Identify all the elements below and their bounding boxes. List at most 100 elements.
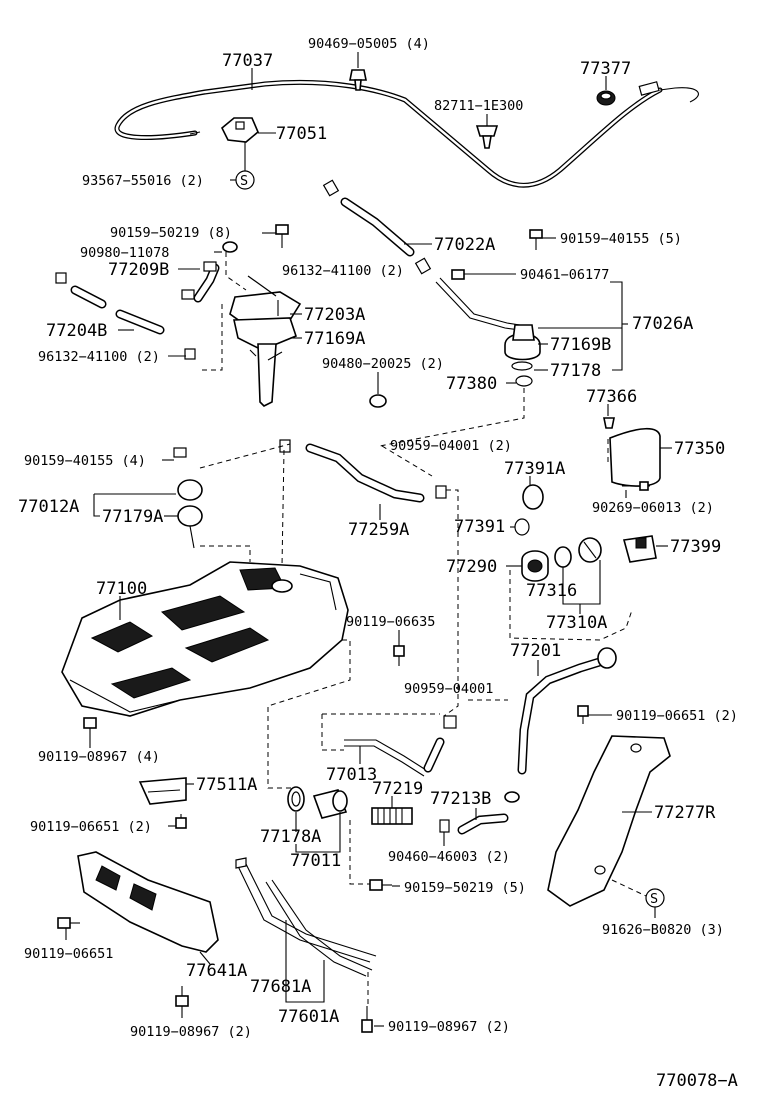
label-77026a: 77026A [632,314,693,334]
diagram-code: 770078−A [656,1071,738,1091]
fuel-lid-77350 [609,427,661,487]
screw-90269 [622,481,650,491]
label-90269-06013: 90269−06013 (2) [592,500,714,516]
hose-77209b [181,261,220,303]
bolt-90119-06651-2r [577,705,589,724]
label-77391: 77391 [454,517,505,537]
label-96132-41100-left: 96132−41100 (2) [38,349,160,365]
gasket-77178a [287,786,305,812]
s-symbol: S [650,891,658,907]
label-90119-06651-2-right: 90119−06651 (2) [616,708,738,724]
label-93567-55016: 93567−55016 (2) [82,173,204,189]
label-77399: 77399 [670,537,721,557]
gasket-77391a [522,484,544,510]
leader-lines [65,52,672,1027]
label-90959-04001: 90959−04001 [404,681,493,697]
label-90159-40155-5: 90159−40155 (5) [560,231,682,247]
shield-77277r [547,735,671,907]
bolt-90119-06635 [393,645,405,666]
label-77310a: 77310A [546,613,607,633]
label-77011: 77011 [290,851,341,871]
sender-77011 [312,789,348,819]
label-90461-06177: 90461−06177 [520,267,609,283]
gasket-77391 [514,518,530,536]
label-77178: 77178 [550,361,601,381]
hinge-spring-77366 [603,417,615,429]
gasket-77316 [554,546,572,568]
part-labels: 77037 90469−05005 (4) 77377 82711−1E300 … [18,36,738,1091]
clip-82711 [475,125,499,149]
label-77219: 77219 [372,779,423,799]
reference-lines [199,252,647,1006]
hose-77204b [55,272,196,360]
label-77511a: 77511A [196,775,257,795]
pump-bracket-77203a [229,275,302,407]
label-77201: 77201 [510,641,561,661]
label-77350: 77350 [674,439,725,459]
label-90119-06635: 90119−06635 [346,614,435,630]
bolt-90119-08967-4 [83,717,97,742]
label-77316: 77316 [526,581,577,601]
label-90119-08967-4: 90119−08967 (4) [38,749,160,765]
bolt-90159-50219-5 [369,879,392,891]
label-77601a: 77601A [278,1007,339,1027]
bolt-90480 [369,394,387,408]
label-77641a: 77641A [186,961,247,981]
hose-77259a [279,439,447,503]
label-77022a: 77022A [434,235,495,255]
valve-77012a [173,447,203,549]
label-77100: 77100 [96,579,147,599]
label-90159-40155-4: 90159−40155 (4) [24,453,146,469]
vent-hose-77022a [322,179,432,275]
label-90959-04001-2: 90959−04001 (2) [390,438,512,454]
tank-band-77601a [235,857,377,977]
label-90159-50219-8: 90159−50219 (8) [110,225,232,241]
cap-77399 [622,535,657,563]
bolt-90159-40155-5 [529,229,543,250]
fuel-tank-77100 [61,561,349,717]
label-90119-06651-2-left: 90119−06651 (2) [30,819,152,835]
bolt-90119-06651-2l [175,814,187,829]
label-77051: 77051 [276,124,327,144]
label-82711-1e300: 82711−1E300 [434,98,523,114]
label-90119-06651: 90119−06651 [24,946,113,962]
protector-77641a [77,851,219,953]
label-77377: 77377 [580,59,631,79]
label-77178a: 77178A [260,827,321,847]
bolt-90119-08967-2r [361,1006,373,1033]
label-77012a: 77012A [18,497,79,517]
vent-tube-77026a [435,277,541,387]
label-77204b: 77204B [46,321,107,341]
s-marker-bottom: S [645,888,665,908]
filler-cap-77310a [578,537,602,563]
bolt-90119-08967-2l [175,986,189,1007]
label-77013: 77013 [326,765,377,785]
filler-pipe-77201 [517,647,617,775]
clamp-90461 [451,269,465,280]
label-77209b: 77209B [108,260,169,280]
label-77169a: 77169A [304,329,365,349]
label-90119-08967-2-left: 90119−08967 (2) [130,1024,252,1040]
s-symbol: S [240,173,248,189]
label-77179a: 77179A [102,507,163,527]
label-77213b: 77213B [430,789,491,809]
cable-retainer-77051 [221,117,259,143]
valve-77290 [521,550,549,582]
bolt-90119-06651 [57,917,80,929]
label-77037: 77037 [222,51,273,71]
bolt-90159-50219-8 [275,224,289,248]
label-96132-41100-right: 96132−41100 (2) [282,263,404,279]
breather-tube-77013 [344,715,457,777]
label-91626-b0820: 91626−B0820 (3) [602,922,724,938]
washer-90980 [222,241,238,253]
label-90460-46003: 90460−46003 (2) [388,849,510,865]
hose-77213b [439,791,520,835]
bracket-77511a [138,777,187,805]
label-90159-50219-5: 90159−50219 (5) [404,880,526,896]
label-90980-11078: 90980−11078 [80,245,169,261]
grommet-77377 [596,90,616,106]
label-77203a: 77203A [304,305,365,325]
label-77681a: 77681A [250,977,311,997]
clip-90469 [349,69,367,91]
label-77277r: 77277R [654,803,716,823]
